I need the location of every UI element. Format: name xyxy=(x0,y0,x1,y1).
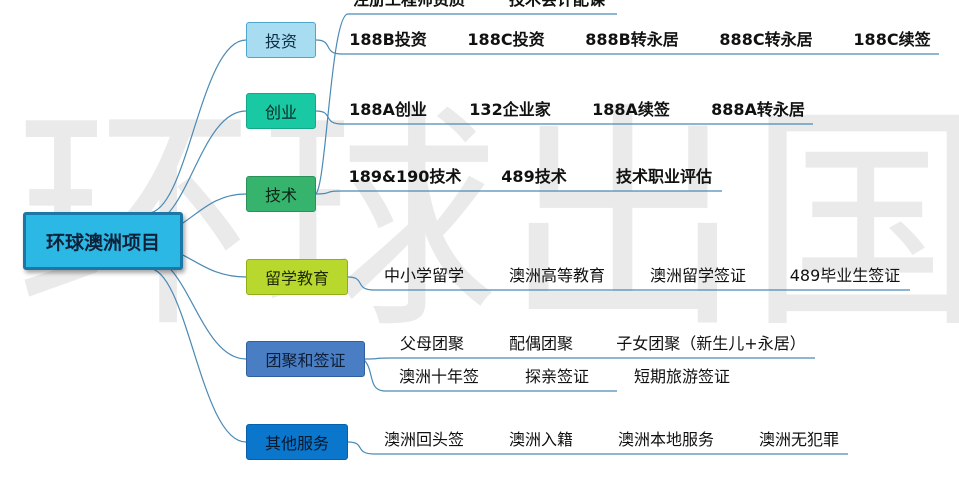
leaf-item: 澳洲入籍 xyxy=(508,430,574,449)
leaf-item: 888B转永居 xyxy=(585,30,679,49)
leaf-item: 188C续签 xyxy=(853,30,931,49)
connector-line xyxy=(315,190,722,195)
leaf-item: 489技术 xyxy=(501,167,567,186)
connector-line xyxy=(147,256,247,360)
category-node: 投资 xyxy=(246,22,316,58)
leaf-item: 注册工程师资质 xyxy=(353,0,465,9)
leaf-item: 澳洲无犯罪 xyxy=(758,430,840,449)
leaf-item: 澳洲留学签证 xyxy=(649,266,747,285)
leaf-item: 子女团聚（新生儿+永居） xyxy=(616,334,806,353)
category-node: 技术 xyxy=(246,176,316,212)
leaf-item: 888C转永居 xyxy=(719,30,813,49)
connector-line xyxy=(147,39,247,214)
connector-line xyxy=(315,39,939,55)
leaf-item: 探亲签证 xyxy=(524,367,590,386)
leaf-item: 技术会计配课 xyxy=(509,0,605,9)
leaf-item: 188C投资 xyxy=(467,30,545,49)
leaf-item: 父母团聚 xyxy=(399,334,465,353)
category-node: 留学教育 xyxy=(246,259,348,295)
leaf-item: 短期旅游签证 xyxy=(633,367,731,386)
leaf-item: 中小学留学 xyxy=(383,266,465,285)
leaf-item: 澳洲本地服务 xyxy=(617,430,715,449)
connector-line xyxy=(315,110,813,125)
category-node: 团聚和签证 xyxy=(246,341,365,377)
leaf-item: 澳洲十年签 xyxy=(398,367,480,386)
root-node: 环球澳洲项目 xyxy=(23,212,183,270)
leaf-item: 188A创业 xyxy=(349,100,427,119)
leaf-item: 澳洲回头签 xyxy=(383,430,465,449)
leaf-item: 489毕业生签证 xyxy=(789,266,901,285)
leaf-item: 188A续签 xyxy=(592,100,670,119)
connector-line xyxy=(362,358,617,392)
leaf-item: 132企业家 xyxy=(469,100,551,119)
category-node: 创业 xyxy=(246,93,316,129)
connector-line xyxy=(147,110,247,225)
leaf-item: 888A转永居 xyxy=(711,100,805,119)
connector-line xyxy=(313,13,617,195)
category-node: 其他服务 xyxy=(246,424,348,460)
connector-line xyxy=(364,357,815,360)
connector-line xyxy=(347,276,910,291)
leaf-item: 188B投资 xyxy=(349,30,427,49)
leaf-item: 技术职业评估 xyxy=(615,167,713,186)
leaf-item: 配偶团聚 xyxy=(508,334,574,353)
leaf-item: 189&190技术 xyxy=(348,167,462,186)
connector-line xyxy=(147,267,247,443)
connector-line xyxy=(347,441,848,455)
leaf-item: 澳洲高等教育 xyxy=(508,266,606,285)
